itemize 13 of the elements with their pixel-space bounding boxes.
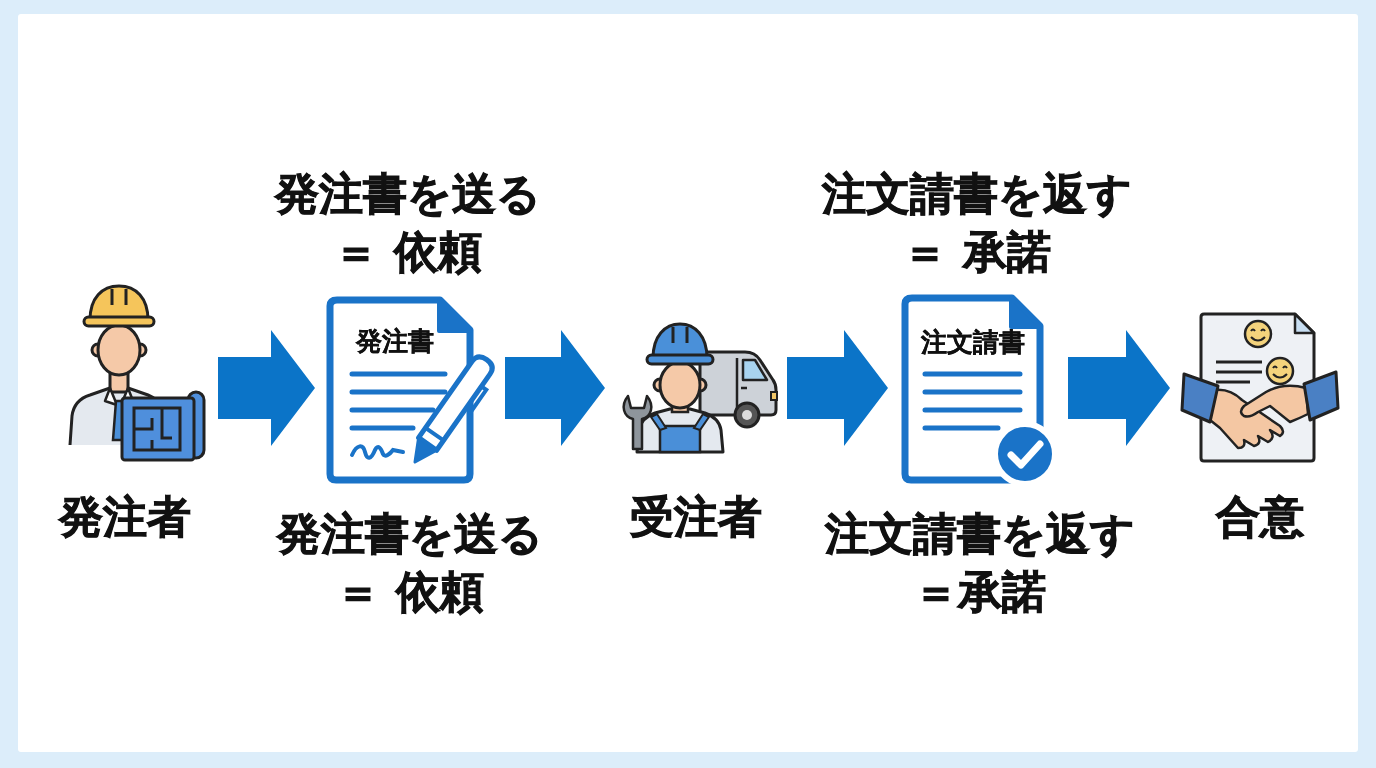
node-label: 発注者 bbox=[59, 490, 191, 544]
document-title: 発注書 bbox=[356, 326, 434, 356]
arrow bbox=[1068, 330, 1170, 446]
node-label: 注文請書を返す＝承諾 bbox=[824, 507, 1136, 619]
arrow bbox=[505, 330, 605, 446]
document-title: 注文請書 bbox=[921, 327, 1025, 357]
node-label: 合意 bbox=[1216, 490, 1304, 544]
node-label: 注文請書を返す＝ 承諾 bbox=[821, 167, 1133, 279]
arrow bbox=[218, 330, 315, 446]
arrow bbox=[787, 330, 888, 446]
node-label: 発注書を送る＝ 依頼 bbox=[273, 167, 542, 279]
node-label: 発注書を送る＝ 依頼 bbox=[275, 507, 544, 619]
node-label: 受注者 bbox=[630, 490, 762, 544]
